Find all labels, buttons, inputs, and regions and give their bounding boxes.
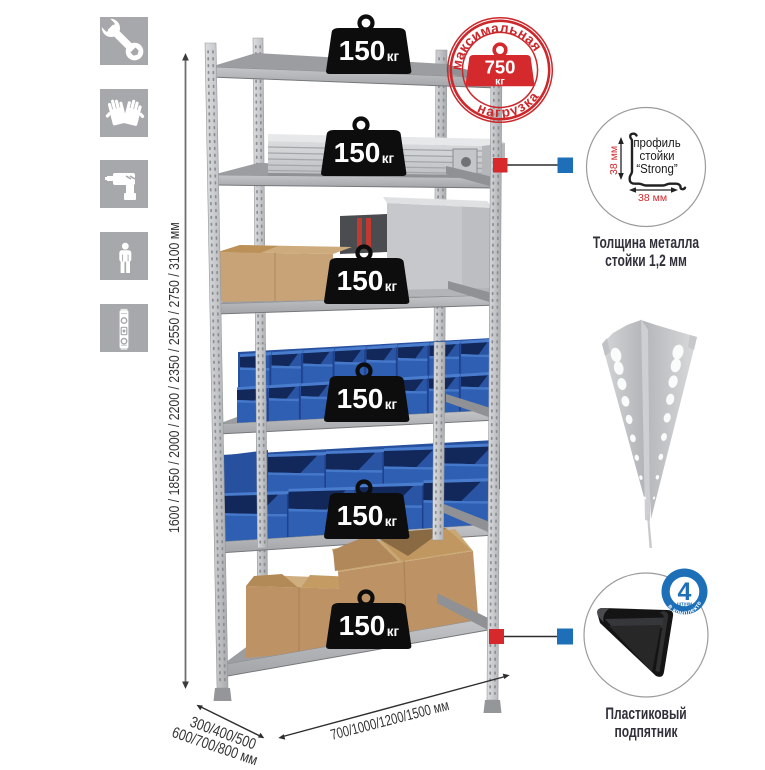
svg-text:“Strong”: “Strong” [636, 161, 677, 176]
svg-text:Пластиковый: Пластиковый [605, 705, 686, 723]
svg-text:Толщина металла: Толщина металла [593, 234, 700, 252]
svg-text:кг: кг [382, 151, 395, 166]
svg-text:150: 150 [337, 500, 384, 531]
svg-text:кг: кг [387, 49, 400, 64]
svg-text:кг: кг [385, 514, 398, 529]
svg-text:38 мм: 38 мм [608, 146, 620, 175]
svg-text:стойки: стойки [640, 148, 675, 163]
svg-text:4: 4 [678, 578, 692, 606]
svg-text:кг: кг [495, 76, 505, 88]
svg-text:150: 150 [337, 265, 384, 296]
svg-text:штуки: штуки [677, 602, 692, 608]
svg-text:150: 150 [334, 137, 381, 168]
svg-text:1600 / 1850 / 2000 / 2200 / 23: 1600 / 1850 / 2000 / 2200 / 2350 / 2550 … [166, 222, 182, 533]
svg-text:150: 150 [339, 35, 386, 66]
svg-text:150: 150 [337, 383, 384, 414]
svg-text:стойки 1,2 мм: стойки 1,2 мм [605, 252, 687, 270]
svg-text:кг: кг [385, 397, 398, 412]
svg-text:подпятник: подпятник [614, 723, 678, 741]
svg-text:38 мм: 38 мм [638, 192, 667, 204]
svg-text:профиль: профиль [633, 135, 680, 150]
svg-text:кг: кг [387, 624, 400, 639]
svg-text:150: 150 [339, 610, 386, 641]
svg-text:750: 750 [485, 57, 516, 78]
svg-text:кг: кг [385, 279, 398, 294]
